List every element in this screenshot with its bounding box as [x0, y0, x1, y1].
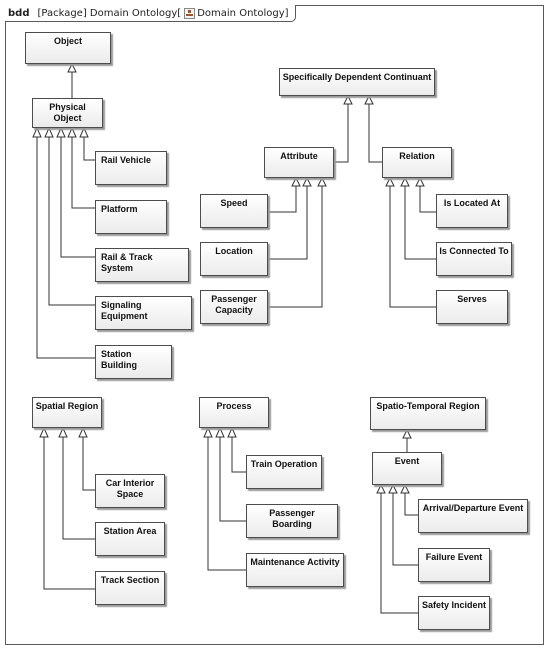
block-arrival-departure-event[interactable]: Arrival/Departure Event	[418, 499, 528, 533]
arrowhead-spatial-region	[78, 426, 88, 438]
edge-safety-incident	[380, 493, 418, 614]
edge-track-section	[43, 437, 95, 590]
block-track-section[interactable]: Track Section	[95, 571, 165, 605]
block-train-operation[interactable]: Train Operation	[246, 455, 322, 489]
block-is-connected-to[interactable]: Is Connected To	[436, 242, 512, 276]
block-station-building[interactable]: Station Building	[95, 345, 172, 379]
arrowhead-spatial-region	[39, 426, 49, 438]
arrowhead-relation	[400, 176, 410, 187]
arrowhead-process	[227, 426, 237, 438]
arrowhead-relation	[415, 176, 425, 187]
edge-speed	[268, 186, 297, 213]
arrowhead-physical-object	[79, 126, 89, 138]
block-object[interactable]: Object	[25, 32, 111, 64]
edge-is-located-at	[419, 186, 436, 213]
arrowhead-physical-object	[56, 126, 66, 138]
arrowhead-physical-object	[67, 126, 77, 138]
edge-relation-to-sdc	[368, 104, 382, 163]
block-rail-track-system[interactable]: Rail & Track System	[95, 248, 189, 282]
edge-failure-event	[392, 493, 418, 566]
block-serves[interactable]: Serves	[436, 290, 508, 324]
package-diagram-icon	[184, 7, 196, 19]
block-passenger-capacity[interactable]: Passenger Capacity	[200, 290, 268, 324]
arrowhead-event	[388, 483, 398, 494]
block-safety-incident[interactable]: Safety Incident	[418, 596, 490, 630]
block-speed[interactable]: Speed	[200, 194, 268, 228]
block-is-located-at[interactable]: Is Located At	[436, 194, 508, 228]
arrowhead-event	[400, 483, 410, 494]
block-location[interactable]: Location	[200, 242, 268, 276]
edge-location	[268, 186, 308, 260]
block-signaling-equipment[interactable]: Signaling Equipment	[95, 296, 192, 330]
arrowhead-spatio-temporal-region	[402, 428, 412, 439]
arrowhead-attribute	[317, 176, 327, 187]
edge-station-area	[62, 437, 95, 540]
edge-serves	[389, 186, 436, 308]
arrowhead-relation	[385, 176, 395, 187]
arrowhead-physical-object	[44, 126, 54, 138]
edge-arrival-departure	[404, 493, 418, 516]
edge-rail-vehicle	[83, 137, 95, 161]
edge-train-operation	[231, 437, 246, 473]
diagram-kind: bdd	[8, 7, 30, 19]
arrowhead-attribute	[291, 176, 301, 187]
arrowhead-sdc	[343, 94, 353, 105]
block-physical-object[interactable]: Physical Object	[32, 98, 103, 128]
edge-station-building	[36, 137, 95, 359]
block-event[interactable]: Event	[372, 452, 442, 485]
block-passenger-boarding[interactable]: Passenger Boarding	[246, 504, 338, 538]
block-specifically-dependent-continuant[interactable]: Specifically Dependent Continuant	[279, 68, 435, 96]
generalization-arrowheads	[32, 62, 425, 494]
edge-maintenance-activity	[207, 437, 246, 571]
diagram-header: bdd [Package] Domain Ontology[ Domain On…	[5, 5, 296, 22]
edge-passenger-capacity	[268, 186, 323, 308]
block-rail-vehicle[interactable]: Rail Vehicle	[95, 151, 167, 185]
edge-car-interior-space	[82, 437, 95, 491]
arrowhead-physical-object	[32, 126, 42, 138]
block-attribute[interactable]: Attribute	[264, 147, 334, 178]
block-station-area[interactable]: Station Area	[95, 522, 165, 556]
block-car-interior-space[interactable]: Car Interior Space	[95, 474, 165, 508]
package-label: [Package] Domain Ontology[	[37, 7, 182, 19]
block-process[interactable]: Process	[199, 397, 269, 428]
arrowhead-process	[203, 426, 213, 438]
block-spatial-region[interactable]: Spatial Region	[32, 397, 102, 428]
arrowhead-spatial-region	[58, 426, 68, 438]
arrowhead-sdc	[364, 94, 374, 105]
block-platform[interactable]: Platform	[95, 200, 167, 234]
block-relation[interactable]: Relation	[382, 147, 452, 178]
diagram-name: Domain Ontology]	[197, 7, 289, 19]
arrowhead-object	[67, 62, 77, 73]
arrowhead-process	[215, 426, 225, 438]
block-spatio-temporal-region[interactable]: Spatio-Temporal Region	[370, 397, 486, 430]
block-maintenance-activity[interactable]: Maintenance Activity	[246, 553, 344, 587]
edge-is-connected-to	[404, 186, 436, 260]
arrowhead-attribute	[302, 176, 312, 187]
edge-passenger-boarding	[219, 437, 246, 522]
arrowhead-event	[376, 483, 386, 494]
edge-platform	[71, 137, 95, 209]
block-failure-event[interactable]: Failure Event	[418, 548, 490, 582]
edge-rail-track-system	[60, 137, 95, 258]
edge-signaling-equipment	[48, 137, 95, 306]
edge-attribute-to-sdc	[334, 104, 349, 163]
